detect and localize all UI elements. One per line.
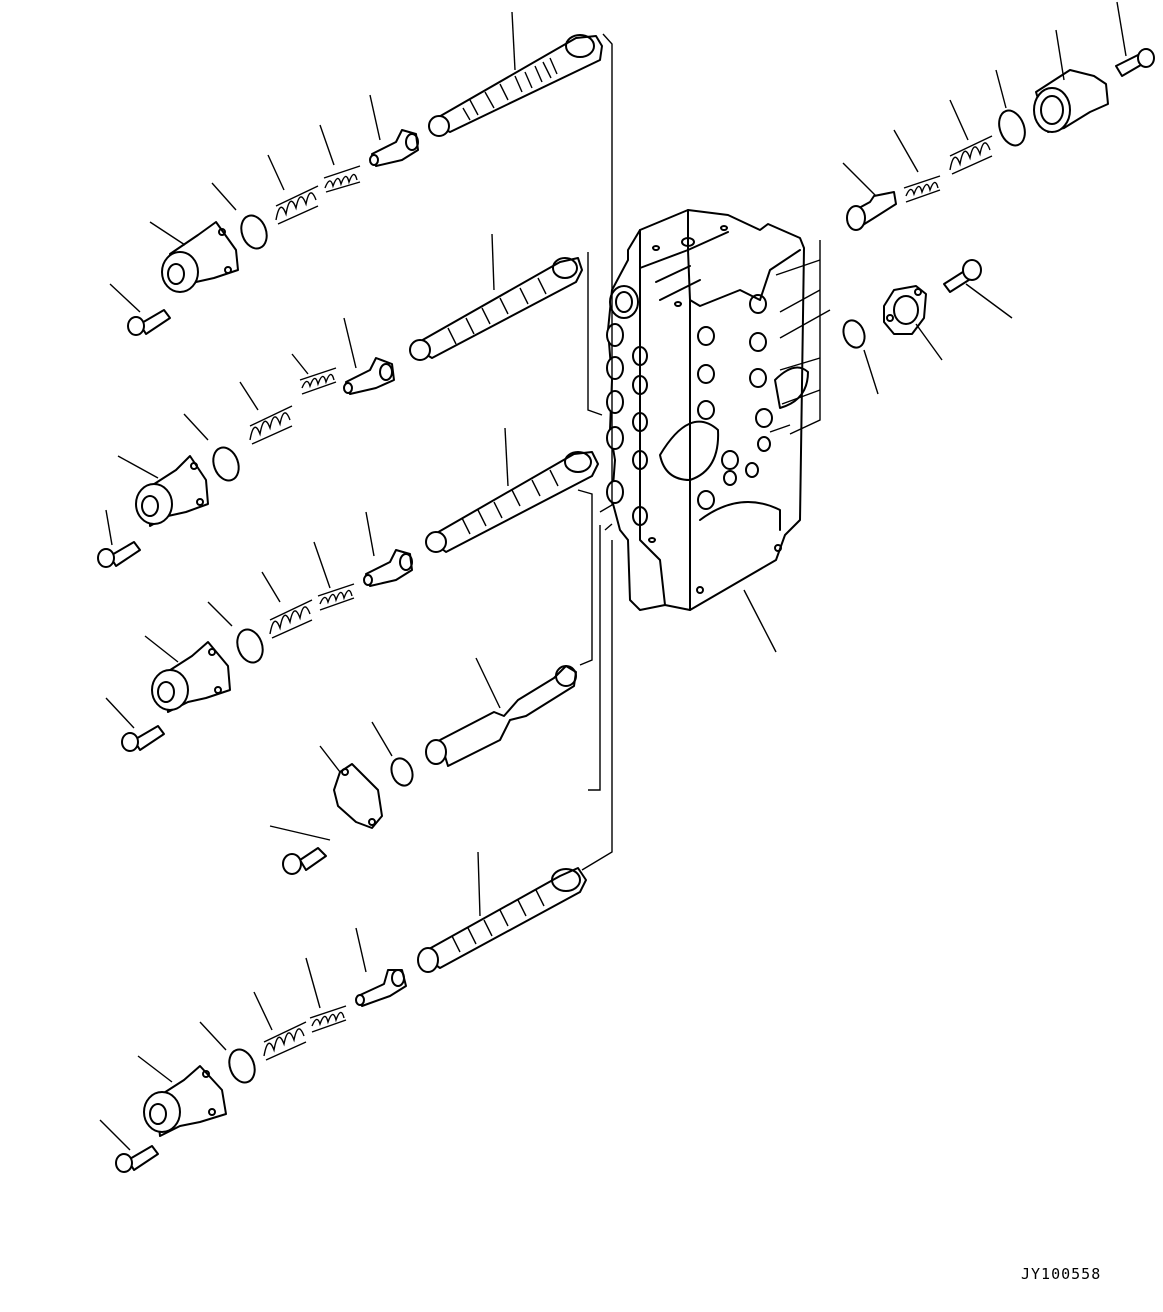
piston-1 bbox=[369, 94, 419, 167]
flange-cover bbox=[883, 285, 943, 361]
outer-spring-5 bbox=[253, 991, 307, 1061]
piston-right bbox=[842, 162, 897, 231]
inner-spring-1 bbox=[319, 124, 361, 193]
valve-body bbox=[606, 209, 809, 611]
inner-spring-2 bbox=[291, 353, 337, 395]
outer-spring-right bbox=[949, 99, 993, 175]
solenoid-cover-3 bbox=[144, 635, 231, 713]
o-ring-2 bbox=[183, 413, 240, 482]
inner-spring-right bbox=[893, 129, 941, 203]
bolt-2 bbox=[97, 509, 141, 568]
outer-spring-2 bbox=[239, 381, 293, 445]
spool-assembly-3 bbox=[425, 427, 599, 553]
inner-spring-3 bbox=[313, 541, 355, 611]
leader-valve-body bbox=[743, 589, 777, 653]
bolt-right-top bbox=[1115, 1, 1155, 77]
o-ring-4 bbox=[371, 721, 414, 787]
solenoid-cover-2 bbox=[117, 455, 209, 527]
piston-2 bbox=[343, 317, 395, 395]
o-ring-1 bbox=[211, 182, 268, 250]
bolt-right-2 bbox=[943, 259, 1013, 319]
outer-spring-1 bbox=[267, 154, 319, 225]
drawing-reference-code: JY100558 bbox=[1021, 1265, 1102, 1283]
spool-assembly-1 bbox=[428, 11, 603, 137]
bolt-3 bbox=[105, 697, 165, 752]
solenoid-cover-1 bbox=[149, 221, 239, 293]
solenoid-cover-5 bbox=[137, 1055, 227, 1137]
spool-assembly-2 bbox=[409, 233, 583, 361]
solenoid-right bbox=[1033, 29, 1109, 133]
inner-spring-5 bbox=[305, 957, 347, 1033]
o-ring-right-2 bbox=[842, 319, 879, 395]
end-cover bbox=[319, 745, 383, 829]
o-ring-right bbox=[995, 69, 1026, 147]
piston-5 bbox=[355, 927, 407, 1007]
o-ring-5 bbox=[199, 1021, 256, 1084]
outer-spring-3 bbox=[261, 571, 313, 639]
plug-spool bbox=[425, 657, 577, 767]
bolt-1 bbox=[109, 283, 171, 336]
piston-3 bbox=[363, 511, 413, 587]
o-ring-3 bbox=[207, 601, 264, 664]
bolt-5 bbox=[99, 1119, 159, 1173]
spool-assembly-5 bbox=[417, 851, 587, 973]
bolt-4 bbox=[269, 825, 331, 875]
bracket-lines bbox=[577, 33, 831, 871]
